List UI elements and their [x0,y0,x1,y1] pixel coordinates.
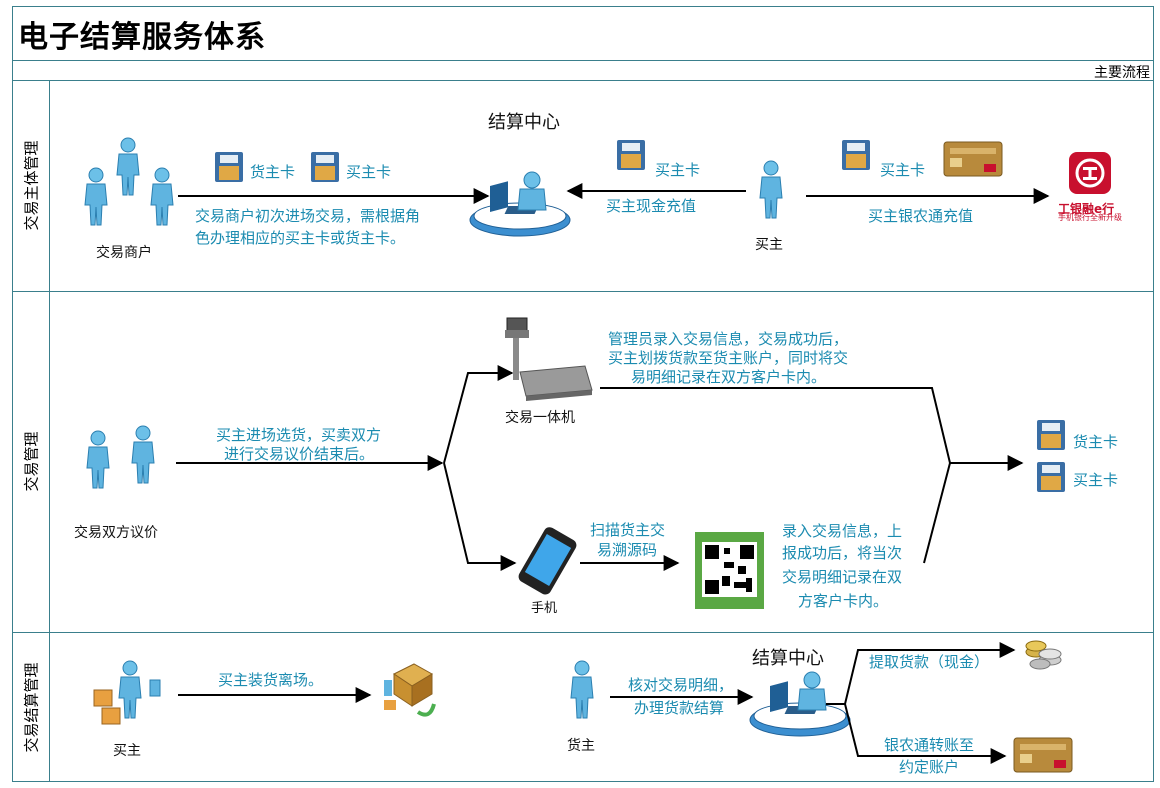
divider-lane1 [12,291,1154,292]
buyer-card-icon-out [1037,462,1065,492]
arrow-split-to-terminal [443,365,514,464]
label-transfer-2: 约定账户 [899,758,960,776]
diagram-frame [12,6,1154,782]
label-goods-card: 货主卡 [250,163,296,181]
label-withdraw: 提取货款（现金） [869,653,990,671]
bank-logo-text: 工银融e行 [1058,202,1115,216]
arrow-split-to-phone [443,462,517,571]
label-record-1: 录入交易信息，上 [782,522,903,540]
label-buyer-2: 买主 [113,743,141,759]
line-terminal-to-merge [600,387,951,464]
label-verify-2: 办理货款结算 [634,699,725,717]
cargo-boxes-icon [93,679,161,725]
label-buyer-card-3: 买主卡 [880,161,926,179]
label-scan-1: 扫描货主交 [590,521,666,539]
label-parties: 交易双方议价 [74,525,158,541]
label-settlement-center-2: 结算中心 [752,648,824,669]
buyer-card-icon [311,152,339,182]
line-qrcode-to-merge [923,462,951,564]
qr-code-icon [695,532,764,609]
bank-card-icon [943,141,1003,177]
label-out-buyer-card: 买主卡 [1073,471,1119,489]
buyer-icon [759,160,783,219]
label-owner: 货主 [567,738,595,754]
loading-goods-icon [384,663,436,717]
buyer-icon-2 [118,660,142,719]
label-buyer-card-2: 买主卡 [655,161,701,179]
trade-terminal-icon [505,317,593,401]
label-cash-topup: 买主现金充值 [606,197,697,215]
negotiating-parties-icon [86,425,155,489]
label-settlement-center: 结算中心 [488,112,560,133]
bank-logo-subtext: 手机银行全新升级 [1058,213,1122,222]
label-record-3: 交易明细记录在双 [782,568,903,586]
label-buyer-card: 买主卡 [346,163,392,181]
divider-lane-labels [49,80,50,782]
divider-lane2 [12,632,1154,633]
bank-logo-icon [1069,152,1111,194]
page-title: 电子结算服务体系 [18,20,266,55]
label-merchant: 交易商户 [96,245,152,261]
label-out-goods-card: 货主卡 [1073,433,1119,451]
arrow-to-transfer [844,703,1007,764]
divider-title [12,60,1154,61]
label-admin-1: 管理员录入交易信息，交易成功后， [608,330,849,348]
page-subtitle: 主要流程 [1094,65,1150,81]
label-load-goods: 买主装货离场。 [218,671,324,689]
label-negotiate-2: 进行交易议价结束后。 [224,445,375,463]
label-record-4: 方客户卡内。 [798,592,889,610]
label-merchant-note-2: 色办理相应的买主卡或货主卡。 [195,229,406,247]
owner-icon [570,660,594,719]
label-verify-1: 核对交易明细， [628,676,734,694]
label-record-2: 报成功后，将当次 [782,544,903,562]
label-bank-topup: 买主银农通充值 [868,207,974,225]
label-terminal: 交易一体机 [505,410,575,426]
label-admin-2: 买主划拨货款至货主账户，同时将交 [608,349,849,367]
coins-icon [1025,640,1062,670]
buyer-card-icon-2 [617,140,645,170]
label-admin-3: 易明细记录在双方客户卡内。 [631,368,827,386]
divider-header [12,80,1154,81]
mobile-phone-icon [518,527,577,595]
label-merchant-note-1: 交易商户初次进场交易，需根据角 [195,207,421,225]
label-phone: 手机 [531,601,558,616]
buyer-card-icon-3 [842,140,870,170]
settlement-center-icon [469,171,571,237]
goods-card-icon-out [1037,420,1065,450]
goods-card-icon [215,152,243,182]
label-buyer: 买主 [755,237,783,253]
merchant-group-icon [84,137,174,226]
arrow-to-withdraw [844,642,1016,705]
label-negotiate-1: 买主进场选货，买卖双方 [216,426,382,444]
label-transfer-1: 银农通转账至 [884,736,975,754]
label-scan-2: 易溯源码 [597,541,658,559]
bank-card-icon-2 [1013,737,1073,773]
